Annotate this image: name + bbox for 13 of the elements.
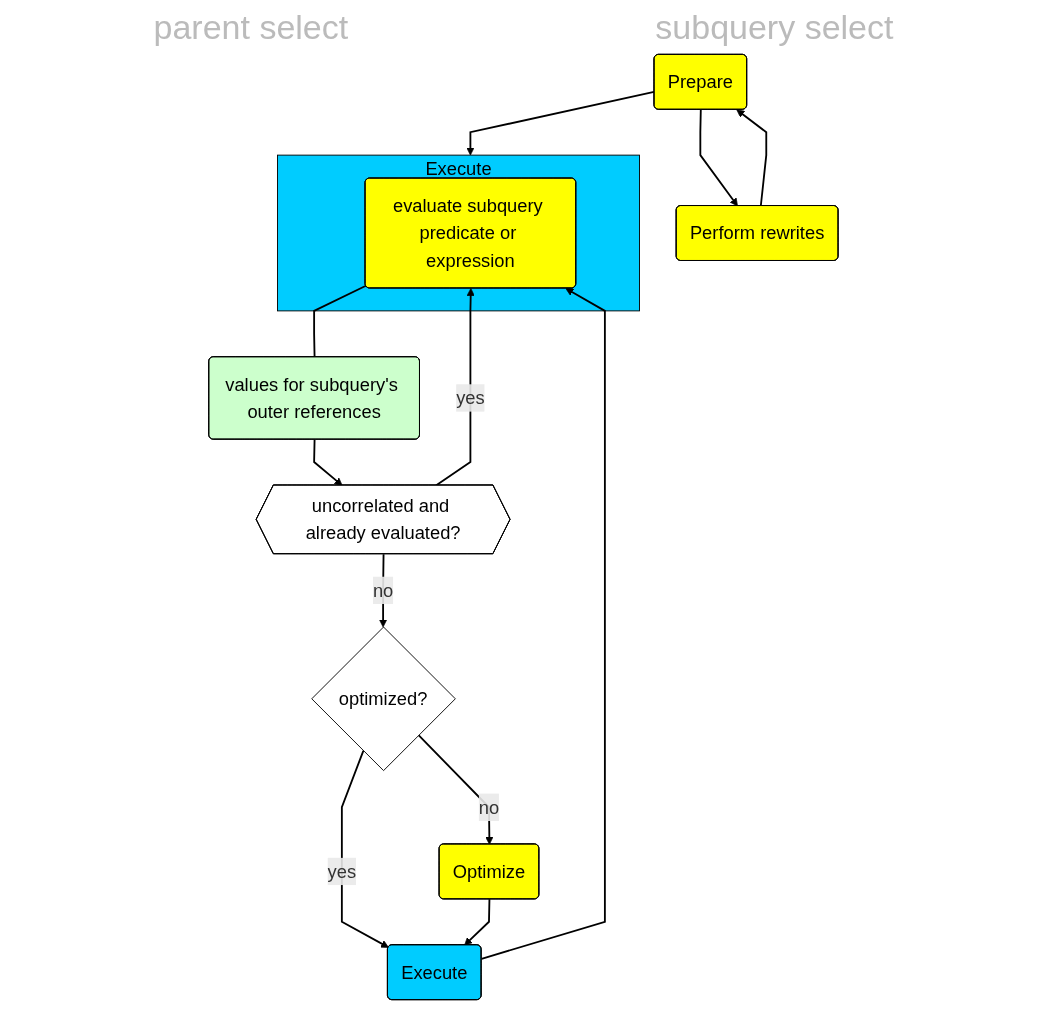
edge-label: no — [373, 580, 394, 601]
arrow — [736, 109, 768, 207]
lane-heading: subquery select — [655, 8, 894, 47]
arrow — [313, 438, 343, 486]
edge-label: no — [478, 797, 500, 818]
arrow — [466, 91, 655, 156]
arrow — [699, 108, 738, 207]
arrow — [480, 288, 606, 960]
edge-label: yes — [327, 861, 357, 882]
lane-heading: parent select — [153, 8, 349, 47]
arrow — [464, 898, 491, 946]
edge-label: yes — [456, 387, 485, 409]
node-diamond: optimized? — [311, 626, 456, 772]
